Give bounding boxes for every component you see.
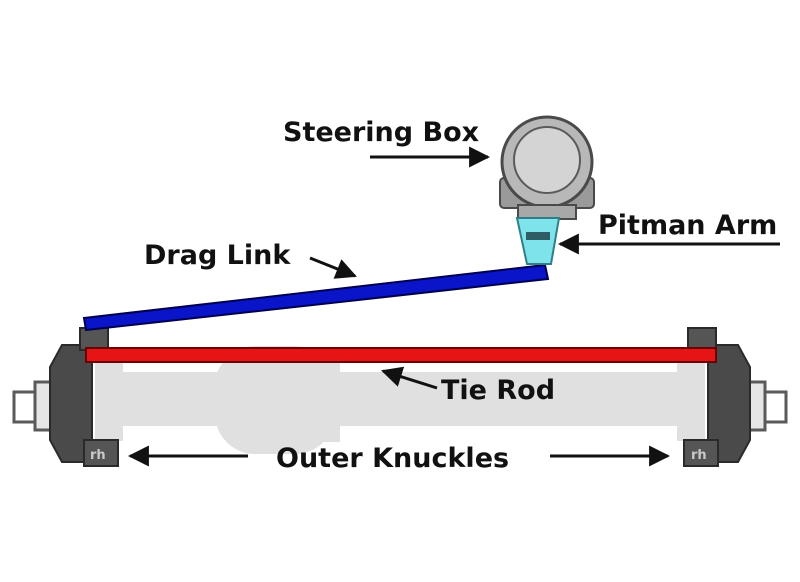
right-outer-knuckle: rh <box>683 327 788 467</box>
label-arrows <box>127 146 780 467</box>
left-knuckle-mark: rh <box>90 448 106 463</box>
steering-box <box>499 115 595 220</box>
tie-rod-arrow <box>380 366 438 390</box>
steering-box-label: Steering Box <box>283 117 479 148</box>
pitman-arm <box>515 217 561 265</box>
tie-rod-label: Tie Rod <box>441 375 555 406</box>
tie-rod <box>85 347 717 363</box>
drag-link-arrow <box>309 256 357 279</box>
left-outer-knuckle: rh <box>12 327 119 467</box>
outer-knuckles-label: Outer Knuckles <box>276 443 509 474</box>
right-knuckle-mark: rh <box>691 448 707 463</box>
drag-link <box>82 263 550 332</box>
axle-housing <box>95 346 705 454</box>
pitman-arm-label: Pitman Arm <box>598 210 777 241</box>
drag-link-label: Drag Link <box>144 240 291 271</box>
